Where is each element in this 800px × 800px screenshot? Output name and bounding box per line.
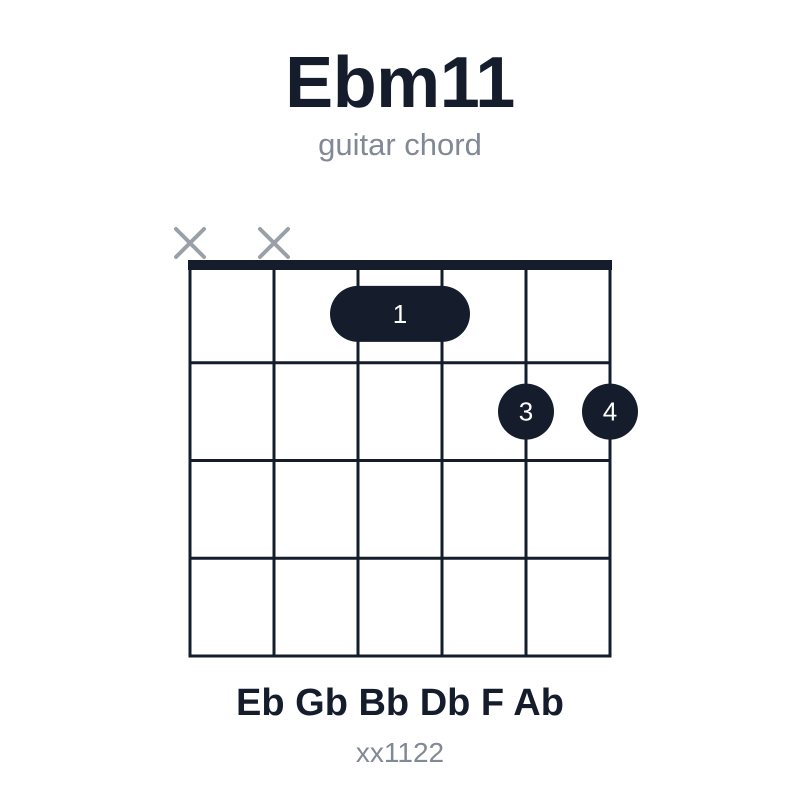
finger-dot-circle xyxy=(498,383,554,440)
chord-name-title: Ebm11 xyxy=(285,43,515,123)
chord-subtitle: guitar chord xyxy=(318,127,482,162)
fretboard-grid xyxy=(188,260,612,658)
finger-number: 4 xyxy=(603,397,617,427)
chord-notes: Eb Gb Bb Db F Ab xyxy=(236,682,564,724)
muted-string-markers xyxy=(174,227,290,259)
finger-number: 3 xyxy=(519,397,533,427)
finger-dot: 3 xyxy=(498,383,554,440)
finger-positions: 1 3 4 xyxy=(330,285,638,440)
finger-dot: 4 xyxy=(582,383,638,440)
muted-string-x-icon xyxy=(174,227,206,259)
finger-number: 1 xyxy=(393,299,407,329)
muted-string-x-icon xyxy=(258,227,290,259)
finger-dot-circle xyxy=(582,383,638,440)
chord-fingering-code: xx1122 xyxy=(355,737,445,768)
barre-marker: 1 xyxy=(330,285,470,342)
barre-shape xyxy=(330,285,470,342)
nut xyxy=(188,260,612,270)
